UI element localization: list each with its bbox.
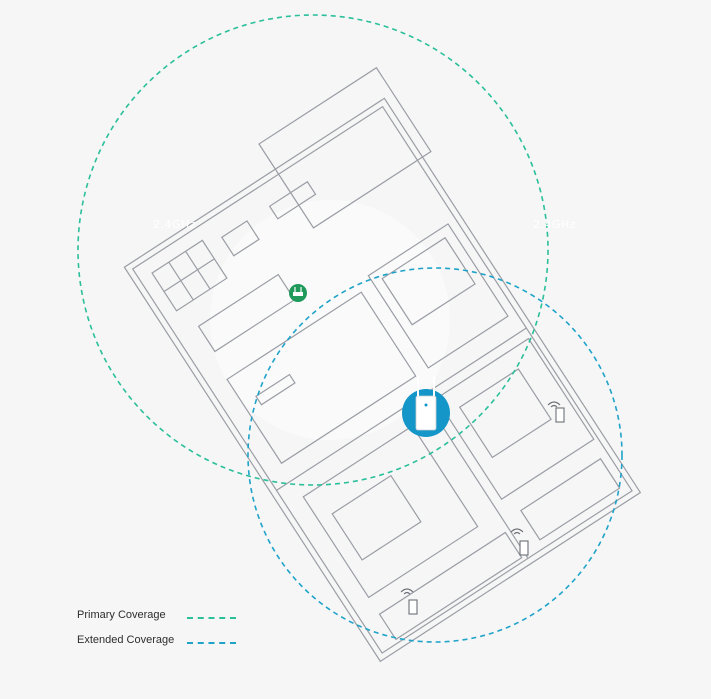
room-top: [258, 66, 432, 229]
extended-coverage-circle: [247, 267, 623, 643]
primary-coverage-circle: [77, 14, 549, 486]
wifi-device-icon: [510, 528, 529, 556]
legend-primary-swatch: [187, 617, 236, 619]
living-room: [226, 291, 417, 465]
bedroom-1: [367, 223, 509, 369]
floor-plan: [123, 66, 642, 663]
legend-primary: Primary Coverage: [60, 603, 260, 628]
bedroom-2: [435, 337, 595, 501]
signal-halo: [210, 200, 450, 440]
bedroom-3: [302, 425, 479, 599]
outer-wall: [123, 97, 642, 663]
band-label-left: 2.4GHz: [153, 218, 197, 231]
router-icon: [289, 284, 307, 302]
legend-extended: Extended Coverage: [60, 628, 260, 653]
legend-extended-label: Extended Coverage: [77, 634, 175, 646]
band-label-right: 2.4GHz: [533, 218, 577, 231]
legend: Primary Coverage Extended Coverage: [60, 603, 260, 653]
range-extender-icon: [402, 376, 450, 437]
legend-extended-swatch: [187, 642, 236, 644]
wifi-device-icon: [547, 401, 565, 423]
legend-primary-label: Primary Coverage: [77, 609, 166, 621]
wifi-device-icon: [400, 588, 418, 615]
